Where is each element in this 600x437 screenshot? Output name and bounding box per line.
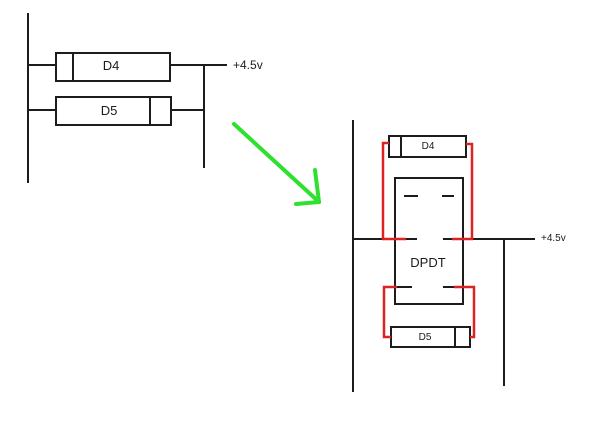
d4-diode-body: [388, 135, 467, 158]
left-circuit: D4 D5 +4.5v: [27, 13, 263, 183]
red-wire-d4-left: [381, 141, 389, 240]
d4-label: D4: [422, 141, 435, 152]
arrow-barb-top: [313, 168, 321, 204]
d4-label: D4: [103, 58, 120, 73]
d5-label: D5: [101, 103, 118, 118]
arrow-down-right-icon: [232, 122, 321, 206]
dpdt-switch-body: [394, 177, 464, 305]
voltage-label: +4.5v: [233, 58, 263, 72]
d5-label: D5: [419, 332, 432, 343]
dpdt-label: DPDT: [410, 255, 445, 270]
d4-diode-body: [55, 52, 171, 82]
red-wire-d4-right: [466, 142, 474, 240]
right-circuit: D4 DPDT +4.5v D5: [352, 120, 566, 392]
red-wire-d5-left: [382, 285, 397, 339]
arrow-shaft: [232, 122, 321, 204]
arrow-barb-left: [294, 200, 321, 206]
voltage-label: +4.5v: [541, 233, 566, 244]
red-wire-d5-right: [454, 285, 476, 339]
